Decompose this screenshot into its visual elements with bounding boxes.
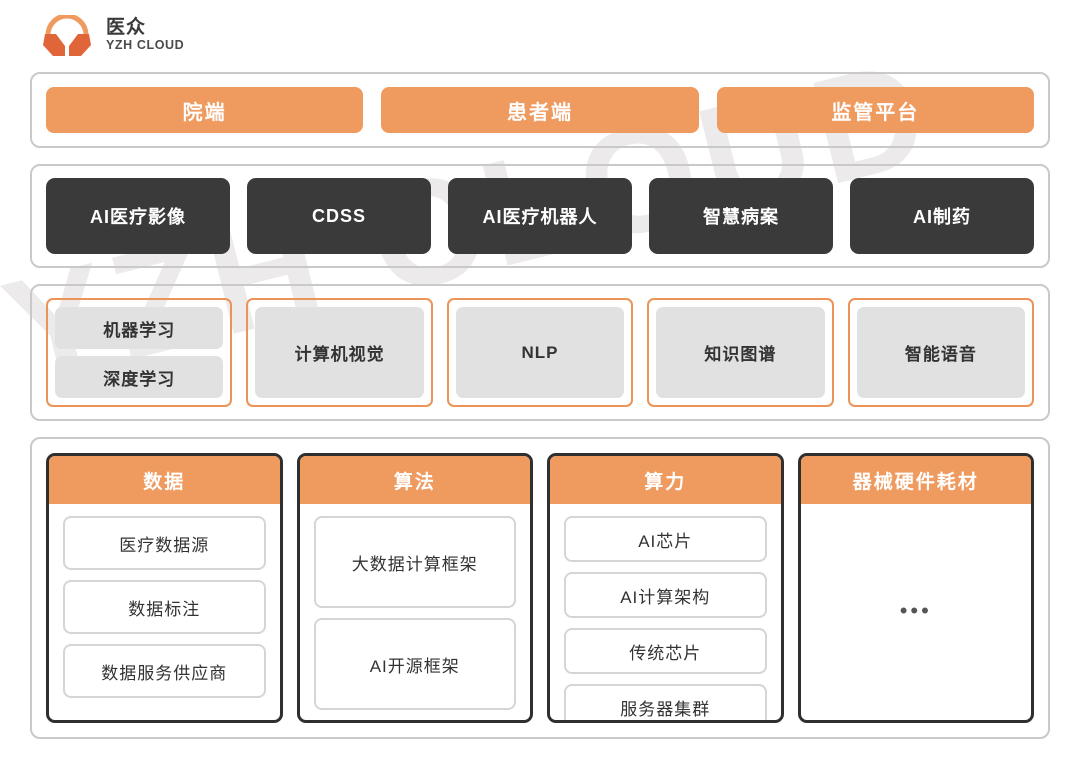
infrastructure-column-algorithm: 算法 大数据计算框架 AI开源框架 <box>296 453 533 723</box>
infrastructure-item-data-service-provider[interactable]: 数据服务供应商 <box>63 644 266 698</box>
technology-group-learning: 机器学习 深度学习 <box>46 298 233 407</box>
infrastructure-column-data: 数据 医疗数据源 数据标注 数据服务供应商 <box>46 453 283 723</box>
infrastructure-item-data-annotation[interactable]: 数据标注 <box>63 580 266 634</box>
brand-name-en: YZH CLOUD <box>106 38 185 53</box>
infrastructure-items-algorithm: 大数据计算框架 AI开源框架 <box>300 504 531 720</box>
technology-group-knowledge-graph: 知识图谱 <box>647 298 834 407</box>
brand-text: 医众 YZH CLOUD <box>106 18 184 54</box>
infrastructure-column-title-data: 数据 <box>49 456 280 504</box>
infrastructure-items-device-hardware: ••• <box>801 504 1032 720</box>
application-item-ai-medical-imaging[interactable]: AI医疗影像 <box>46 178 230 254</box>
infrastructure-items-data: 医疗数据源 数据标注 数据服务供应商 <box>49 504 280 720</box>
brand-name-cn: 医众 <box>106 17 147 39</box>
technology-item-knowledge-graph[interactable]: 知识图谱 <box>656 307 825 398</box>
application-item-cdss[interactable]: CDSS <box>247 178 431 254</box>
technology-item-nlp[interactable]: NLP <box>455 307 625 398</box>
technology-item-computer-vision[interactable]: 计算机视觉 <box>255 307 424 398</box>
technology-group-smart-voice: 智能语音 <box>847 298 1035 407</box>
infrastructure-item-traditional-chip[interactable]: 传统芯片 <box>564 628 767 674</box>
technology-item-machine-learning[interactable]: 机器学习 <box>55 307 224 349</box>
channel-item-jianguanpingtai[interactable]: 监管平台 <box>716 87 1034 133</box>
technology-item-smart-voice[interactable]: 智能语音 <box>856 307 1026 398</box>
infrastructure-item-bigdata-framework[interactable]: 大数据计算框架 <box>313 516 516 608</box>
application-item-smart-medical-records[interactable]: 智慧病案 <box>649 178 833 254</box>
technology-group-computer-vision: 计算机视觉 <box>246 298 433 407</box>
technology-layer: 机器学习 深度学习 计算机视觉 NLP 知识图谱 智能语音 <box>30 284 1050 421</box>
yzh-cloud-mascot-icon <box>40 13 94 57</box>
channel-item-yuanduan[interactable]: 院端 <box>46 87 364 133</box>
infrastructure-item-ai-chip[interactable]: AI芯片 <box>564 516 767 562</box>
technology-group-nlp: NLP <box>446 298 634 407</box>
application-layer: AI医疗影像 CDSS AI医疗机器人 智慧病案 AI制药 <box>30 164 1050 268</box>
application-item-ai-medical-robot[interactable]: AI医疗机器人 <box>448 178 632 254</box>
brand-header: 医众 YZH CLOUD <box>30 0 1050 72</box>
channel-item-huanzheduan[interactable]: 患者端 <box>381 87 699 133</box>
infrastructure-item-ai-opensource-framework[interactable]: AI开源框架 <box>313 618 516 710</box>
infrastructure-item-medical-data-source[interactable]: 医疗数据源 <box>63 516 266 570</box>
infrastructure-layer: 数据 医疗数据源 数据标注 数据服务供应商 算法 大数据计算框架 AI开源框架 … <box>30 437 1050 739</box>
infrastructure-column-title-device-hardware: 器械硬件耗材 <box>800 456 1031 504</box>
infrastructure-items-computing-power: AI芯片 AI计算架构 传统芯片 服务器集群 <box>550 504 781 720</box>
infrastructure-column-title-algorithm: 算法 <box>299 456 530 504</box>
infrastructure-item-server-cluster[interactable]: 服务器集群 <box>564 684 767 720</box>
infrastructure-column-title-computing-power: 算力 <box>550 456 781 504</box>
infrastructure-column-device-hardware: 器械硬件耗材 ••• <box>797 453 1034 723</box>
infrastructure-placeholder-ellipsis: ••• <box>899 598 932 623</box>
architecture-diagram-page: 医众 YZH CLOUD 院端 患者端 监管平台 AI医疗影像 CDSS AI医… <box>30 0 1050 739</box>
technology-item-deep-learning[interactable]: 深度学习 <box>55 356 224 398</box>
application-item-ai-pharma[interactable]: AI制药 <box>850 178 1034 254</box>
infrastructure-item-ai-computing-architecture[interactable]: AI计算架构 <box>564 572 767 618</box>
channel-layer: 院端 患者端 监管平台 <box>30 72 1050 148</box>
infrastructure-column-computing-power: 算力 AI芯片 AI计算架构 传统芯片 服务器集群 <box>547 453 784 723</box>
